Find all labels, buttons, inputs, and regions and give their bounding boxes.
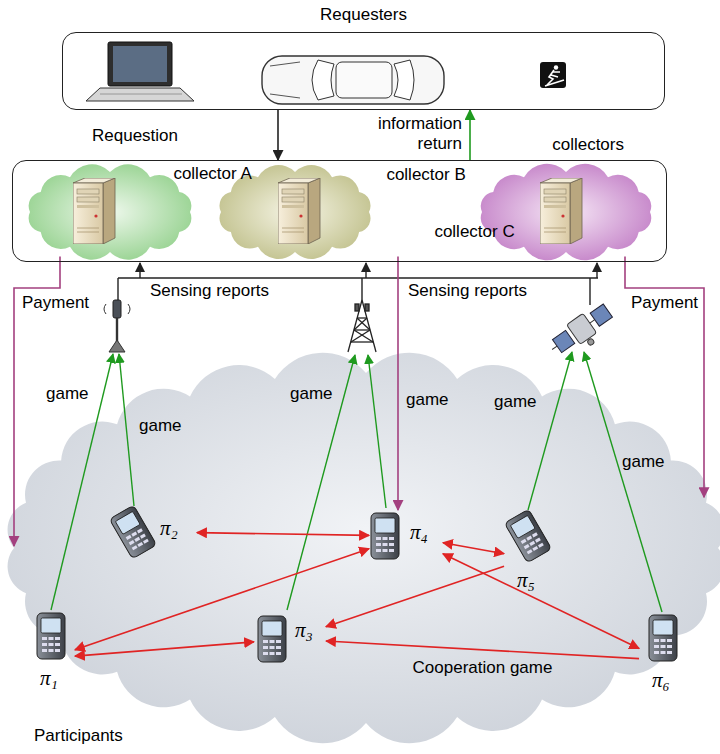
- node-label: collector B: [386, 165, 465, 185]
- tower-icon: [348, 300, 376, 352]
- participant-region: Participants π₁ π₂ π₃ π₄ π₅ π₆: [8, 345, 720, 750]
- cooperation-link: [326, 641, 639, 659]
- game-link: [51, 352, 662, 612]
- edge-label: information return: [362, 114, 462, 153]
- game-label: game: [46, 384, 89, 404]
- participant-phone: π₁: [28, 612, 74, 704]
- phone-icon: [118, 508, 148, 556]
- phone-icon: [109, 505, 156, 559]
- report-bus: [118, 263, 598, 305]
- game-label: game: [406, 390, 449, 410]
- cooperation-link: [197, 533, 369, 536]
- laptop-icon: [86, 42, 194, 101]
- participant-phone: π₆: [640, 614, 686, 706]
- game-label: game: [622, 452, 665, 472]
- collector-cloud: [29, 164, 192, 259]
- server-icon: [540, 178, 582, 244]
- participant-label: π₆: [652, 668, 670, 692]
- collector-server: collector A: [29, 164, 259, 256]
- node-label: collector A: [173, 164, 251, 184]
- participant-phone: π₄: [370, 510, 442, 562]
- phone-icon: [370, 512, 400, 560]
- phone-icon: [37, 613, 65, 659]
- payment-link: [397, 256, 399, 510]
- phone-icon: [36, 612, 66, 660]
- phone-icon: [258, 616, 286, 662]
- phone-icon: [257, 615, 287, 663]
- participant-cloud: [8, 353, 720, 743]
- collector-cloud: [481, 164, 652, 260]
- cooperation-link: [326, 566, 504, 627]
- node-label: collector C: [434, 222, 514, 242]
- game-label: game: [494, 392, 537, 412]
- participant-phone: π₃: [255, 612, 325, 666]
- game-label: game: [139, 416, 182, 436]
- request-link: [277, 110, 279, 160]
- participant-label: π₄: [410, 520, 428, 544]
- edge-label: Cooperation game: [413, 658, 553, 678]
- phone-icon: [649, 615, 677, 661]
- participant-phone: π₅: [505, 512, 551, 604]
- participant-label: π₃: [295, 618, 313, 642]
- game-label: game: [290, 384, 333, 404]
- phone-icon: [371, 513, 399, 559]
- cloud-shapes: [8, 164, 720, 743]
- report-label: Sensing reports: [150, 281, 269, 301]
- participant-phone: π₂: [116, 508, 196, 556]
- cooperation-link: [75, 549, 369, 650]
- collector-group: collectorscollector Acollector Bcollecto…: [12, 160, 667, 262]
- request-link: [469, 110, 471, 160]
- phone-icon: [513, 512, 543, 560]
- node-label: Requesters: [63, 5, 664, 25]
- satellite-icon: [545, 301, 618, 365]
- antenna-icon: [104, 300, 130, 352]
- collector-server: collector C: [424, 164, 659, 256]
- edge-label: Payment: [631, 293, 698, 313]
- phone-icon: [504, 509, 551, 563]
- skier-sign: [540, 62, 566, 88]
- requester-box: Requesters: [62, 32, 665, 110]
- cooperation-link: [75, 642, 254, 656]
- server-icon: [73, 178, 115, 244]
- phone-icon: [648, 614, 678, 662]
- node-label: collectors: [552, 135, 624, 155]
- car-icon: [262, 56, 444, 104]
- cooperation-link: [443, 554, 639, 649]
- participant-label: π₅: [517, 568, 535, 592]
- participant-label: π₁: [40, 666, 58, 690]
- node-label: Participants: [34, 726, 123, 746]
- edge-label: Requestion: [92, 126, 178, 146]
- collector-server: collector B: [224, 164, 494, 256]
- participant-label: π₂: [160, 516, 178, 540]
- edge-label: Payment: [22, 293, 89, 313]
- cooperation-link: [443, 543, 504, 554]
- server-icon: [278, 178, 320, 244]
- report-label: Sensing reports: [408, 281, 527, 301]
